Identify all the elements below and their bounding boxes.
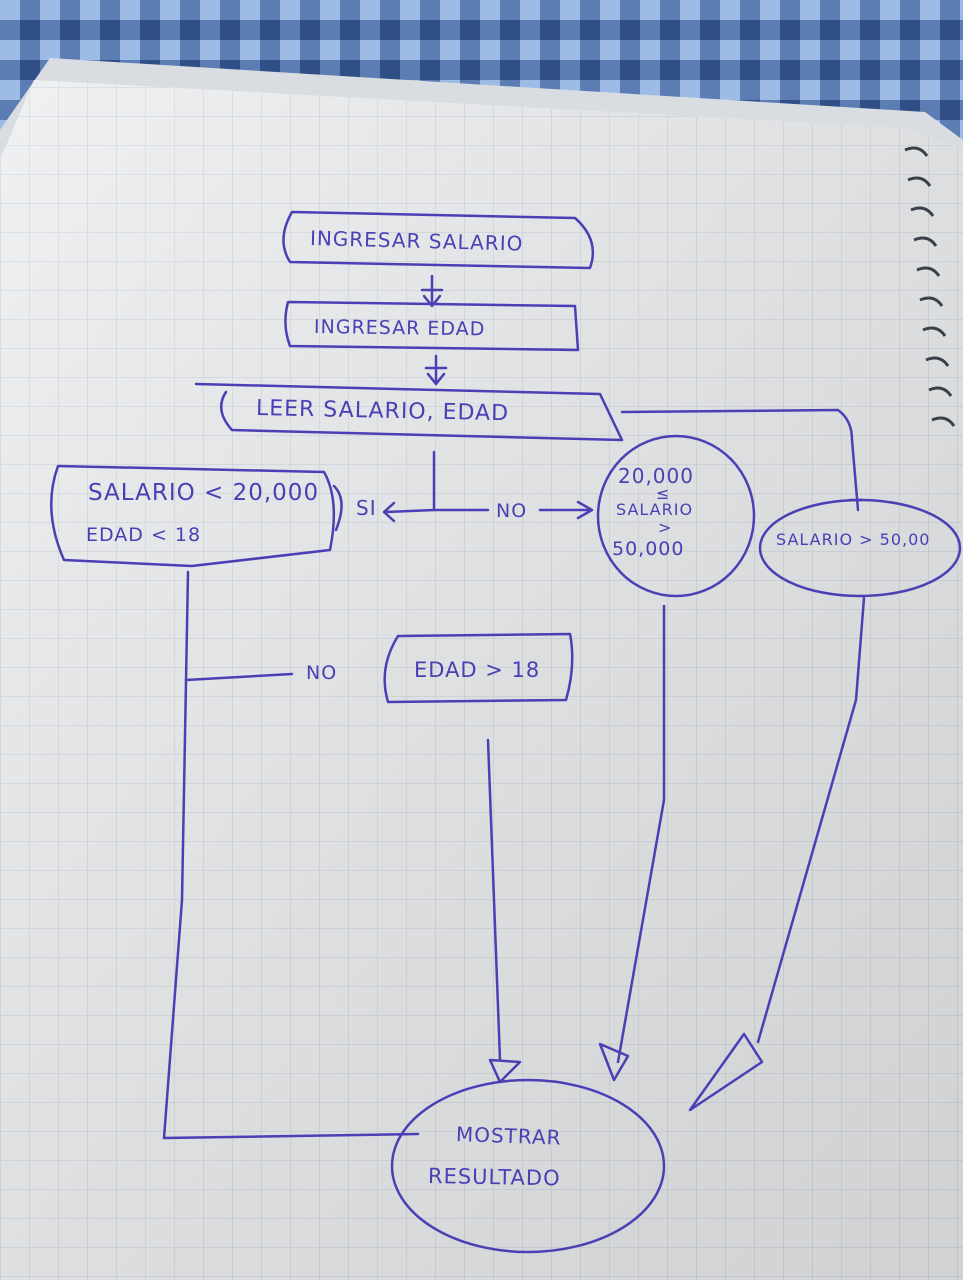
branch-no-right-line [432,500,594,520]
cond-menor-box [50,464,336,568]
edge-label-no-left: NO [306,662,338,684]
arrow-medio-to-mostrar [598,604,666,1082]
arrow-salario-to-edad [420,274,444,308]
branch-si-line [382,501,436,523]
node-edad-mayor-label: EDAD > 18 [414,658,541,682]
cond-medio-mid: SALARIO [616,500,694,519]
arrow-edad-mayor-to-mostrar [486,738,522,1084]
ingresar-salario-box [282,210,595,270]
cond-medio-bottom: 50,000 [612,538,685,560]
node-ingresar-edad-label: INGRESAR EDAD [313,316,486,341]
arrow-edad-to-leer [424,354,448,386]
cond-medio-top: 20,000 [618,464,694,488]
edge-label-no-right: NO [496,500,528,522]
page-shading [0,80,963,1280]
cond-medio-ellipse [596,434,756,598]
mostrar-line2: RESULTADO [427,1164,561,1191]
edad-mayor-box [383,632,574,704]
cond-medio-gt: > [658,518,673,537]
spiral-binding [904,146,956,427]
mostrar-line1: MOSTRAR [455,1122,562,1150]
connector-menor-down [162,570,420,1140]
arrow-mayor-to-mostrar [688,596,866,1112]
node-cond-mayor-label: SALARIO > 50,00 [776,530,931,549]
edge-label-si: SI [356,496,377,520]
branch-no-left-line [184,672,294,682]
mostrar-ellipse [390,1078,666,1254]
cond-menor-bracket [332,484,343,532]
node-leer-label: LEER SALARIO, EDAD [255,396,510,427]
cond-mayor-ellipse [758,498,962,598]
cond-menor-line1: SALARIO < 20,000 [88,480,320,506]
leer-box [194,382,624,442]
cond-medio-le: ≤ [656,484,671,503]
cond-menor-line2: EDAD < 18 [86,524,202,546]
ingresar-edad-box [284,300,580,352]
